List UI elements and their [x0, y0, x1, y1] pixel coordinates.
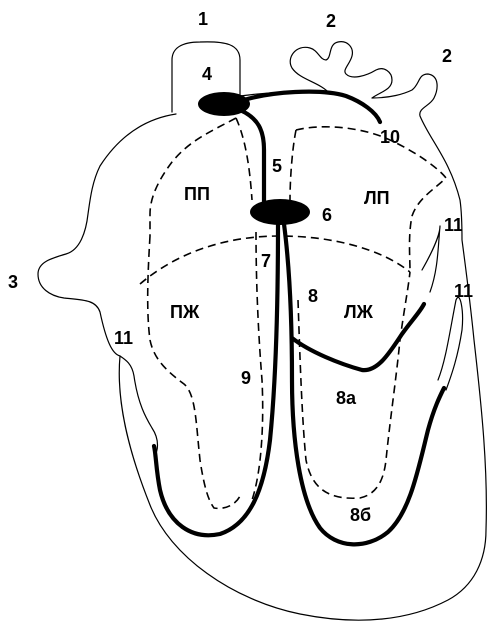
label-4: 4: [202, 64, 212, 84]
label-left-atrium: ЛП: [364, 188, 390, 208]
label-8: 8: [308, 286, 318, 306]
label-8b: 8б: [350, 505, 371, 525]
his-bundle-right-branch: [154, 224, 278, 535]
label-8a: 8а: [336, 388, 357, 408]
atrioventricular-line: [140, 236, 410, 284]
septum-dashed-right: [290, 130, 296, 200]
left-auricle: [422, 226, 440, 292]
label-right-ventricle: ПЖ: [170, 302, 200, 322]
interventricular-septum-dashed: [252, 232, 263, 500]
atrioventricular-node: [250, 199, 310, 225]
label-5: 5: [272, 156, 282, 176]
right-atrium-outline: [150, 118, 236, 236]
internodal-tract: [240, 110, 264, 204]
label-11-right-bottom: 11: [454, 281, 473, 301]
label-3: 3: [8, 272, 18, 292]
bachmann-bundle: [244, 92, 380, 122]
label-11-left: 11: [114, 328, 133, 348]
right-lower-bulge: [438, 297, 463, 390]
label-right-atrium: ПП: [184, 184, 210, 204]
right-ventricle-outline: [148, 236, 240, 508]
label-6: 6: [322, 205, 332, 225]
left-lower-bulge: [120, 356, 158, 456]
label-9: 9: [241, 368, 251, 388]
label-10: 10: [380, 127, 400, 147]
label-1: 1: [198, 9, 208, 29]
label-11-right-top: 11: [444, 215, 463, 235]
label-2-right: 2: [442, 46, 452, 66]
label-2-top: 2: [326, 11, 336, 31]
septum-dashed-left: [236, 118, 252, 200]
label-left-ventricle: ЛЖ: [344, 302, 374, 322]
label-7: 7: [261, 251, 271, 271]
